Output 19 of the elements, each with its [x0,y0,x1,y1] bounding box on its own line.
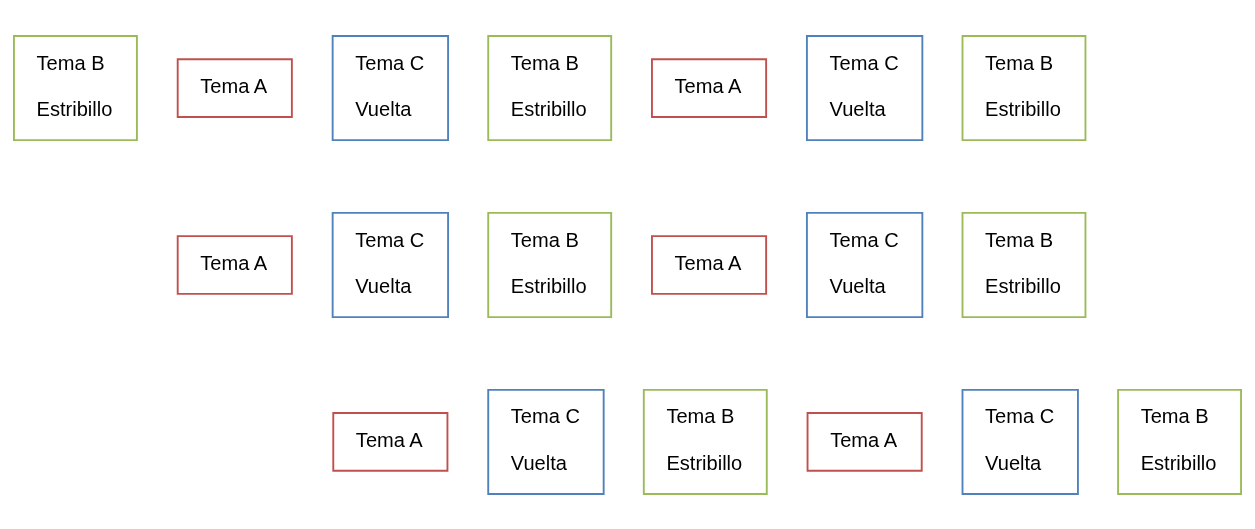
node-box: Tema A [651,234,768,295]
node-box: Tema B Estribillo [642,388,768,495]
node-box: Tema C Vuelta [487,388,605,495]
node-box: Tema C Vuelta [331,211,449,318]
node-box: Tema C Vuelta [805,34,924,141]
node-box: Tema A [332,411,449,472]
node-box: Tema A [176,234,293,295]
node-box: Tema B Estribillo [487,34,613,141]
node-box: Tema A [176,57,293,118]
node-box: Tema C Vuelta [331,34,449,141]
node-box: Tema B Estribillo [961,34,1087,141]
node-box: Tema C Vuelta [805,211,924,318]
node-box: Tema C Vuelta [961,388,1079,495]
node-box: Tema B Estribillo [487,211,613,318]
node-box: Tema B Estribillo [961,211,1087,318]
node-box: Tema B Estribillo [1117,388,1242,495]
node-box: Tema A [806,411,923,472]
node-box: Tema A [651,57,768,118]
node-box: Tema B Estribillo [13,34,138,141]
